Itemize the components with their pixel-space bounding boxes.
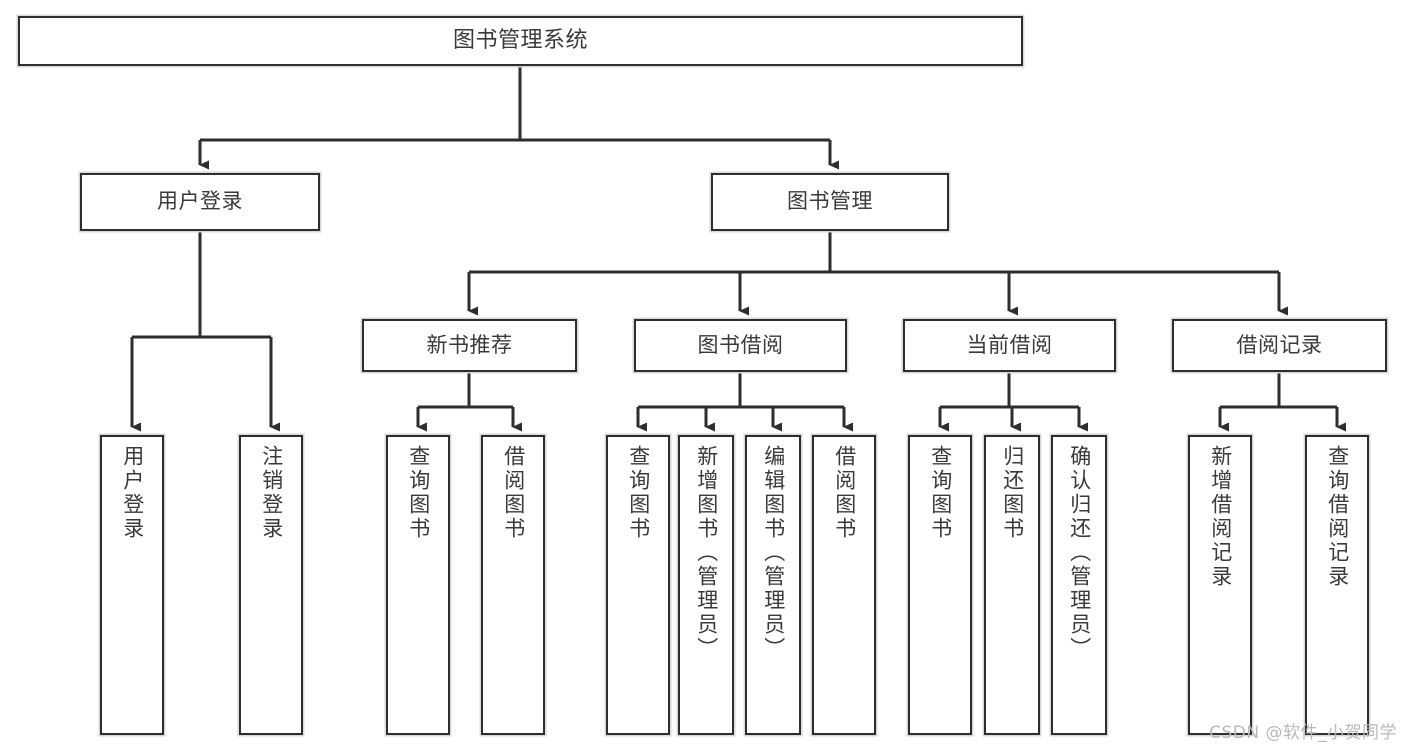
node-leaf-borrow-book-1[interactable]: 借阅图书 <box>481 435 545 735</box>
node-label: 注销登录 <box>259 445 284 541</box>
node-label: 查询图书 <box>626 445 651 541</box>
node-leaf-borrow-book-2[interactable]: 借阅图书 <box>812 435 876 735</box>
node-label: 图书借阅 <box>697 332 784 357</box>
node-leaf-add-record[interactable]: 新增借阅记录 <box>1188 435 1252 735</box>
node-label: 查询图书 <box>928 445 953 541</box>
node-leaf-confirm-return[interactable]: 确认归还（管理员） <box>1051 435 1107 735</box>
node-book-manage[interactable]: 图书管理 <box>711 173 949 231</box>
node-label: 借阅图书 <box>832 445 857 541</box>
node-label: 借阅图书 <box>501 445 526 541</box>
node-leaf-add-book[interactable]: 新增图书（管理员） <box>678 435 734 735</box>
node-label: 当前借阅 <box>966 332 1053 357</box>
node-leaf-return-book[interactable]: 归还图书 <box>984 435 1040 735</box>
node-leaf-query-book-1[interactable]: 查询图书 <box>386 435 450 735</box>
node-leaf-query-record[interactable]: 查询借阅记录 <box>1305 435 1369 735</box>
node-book-borrow[interactable]: 图书借阅 <box>634 319 847 372</box>
node-label: 新增借阅记录 <box>1208 445 1233 589</box>
node-leaf-logout[interactable]: 注销登录 <box>239 435 303 735</box>
node-label: 归还图书 <box>1000 445 1025 541</box>
node-label: 查询图书 <box>406 445 431 541</box>
node-label: 新书推荐 <box>426 332 513 357</box>
node-label: 图书管理系统 <box>452 27 588 53</box>
node-label: 借阅记录 <box>1236 332 1323 357</box>
node-label: 用户登录 <box>157 189 243 214</box>
node-leaf-user-login[interactable]: 用户登录 <box>100 435 164 735</box>
node-leaf-edit-book[interactable]: 编辑图书（管理员） <box>745 435 801 735</box>
node-label: 编辑图书（管理员） <box>761 445 786 661</box>
node-root-system[interactable]: 图书管理系统 <box>18 16 1023 66</box>
node-borrow-record[interactable]: 借阅记录 <box>1172 319 1387 372</box>
node-new-book-recommend[interactable]: 新书推荐 <box>362 319 577 372</box>
node-label: 新增图书（管理员） <box>694 445 719 661</box>
csdn-watermark: CSDN @软件_小贺同学 <box>1209 723 1397 743</box>
node-label: 用户登录 <box>120 445 145 541</box>
node-label: 确认归还（管理员） <box>1067 445 1092 661</box>
node-user-login[interactable]: 用户登录 <box>80 173 320 231</box>
node-leaf-query-book-2[interactable]: 查询图书 <box>606 435 670 735</box>
node-label: 查询借阅记录 <box>1325 445 1350 589</box>
node-leaf-query-book-3[interactable]: 查询图书 <box>908 435 972 735</box>
node-label: 图书管理 <box>787 189 873 214</box>
node-current-borrow[interactable]: 当前借阅 <box>903 319 1116 372</box>
